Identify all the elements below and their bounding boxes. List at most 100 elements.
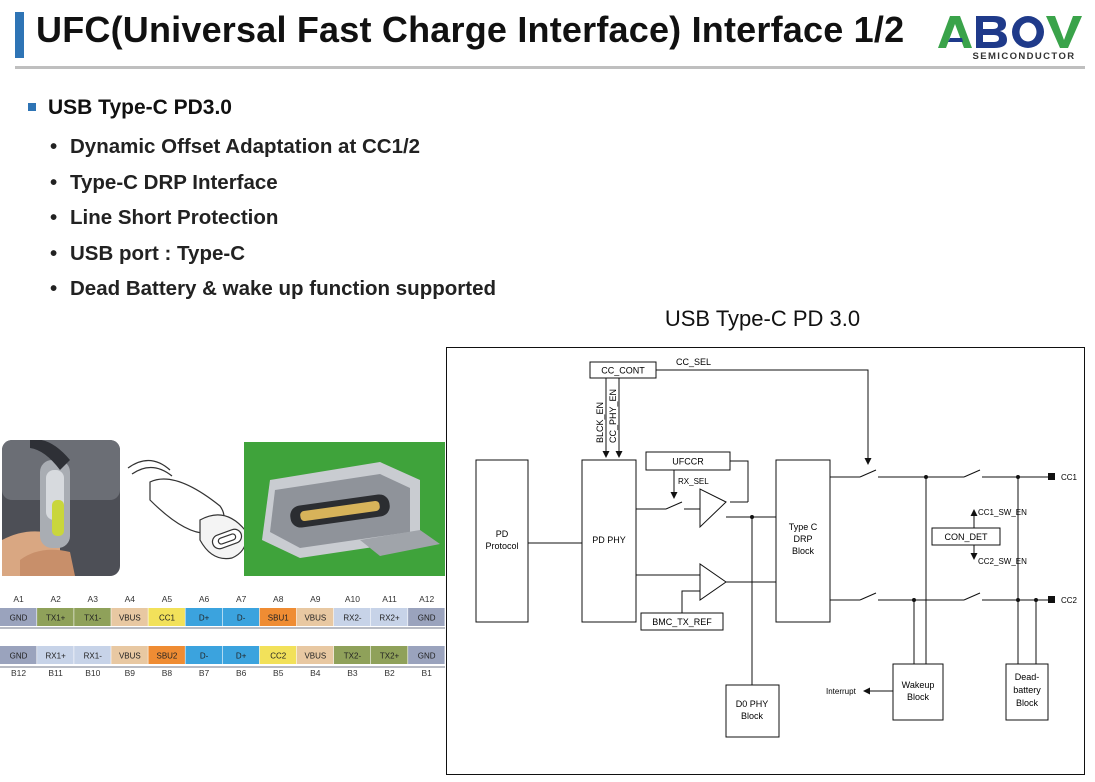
cable-hand-photo [2, 440, 120, 576]
pin-id-bottom: B4 [310, 668, 321, 678]
pin-id-bottom: B12 [11, 668, 26, 678]
pin-id-bottom: B5 [273, 668, 284, 678]
pin-cell-bottom [371, 646, 408, 664]
bmc-tx-ref-label: BMC_TX_REF [652, 617, 712, 627]
pin-cell-top [222, 608, 260, 626]
section-heading: USB Type-C PD3.0 [48, 96, 232, 119]
cc2-switch-2 [963, 592, 981, 601]
pin-cell-top [296, 608, 334, 626]
title-divider [15, 66, 1085, 69]
pin-cell-bottom [111, 646, 148, 664]
cc-sel-label: CC_SEL [676, 357, 711, 367]
pin-id-top: A4 [125, 594, 136, 604]
wakeup-block [892, 663, 944, 721]
pin-cell-top [185, 608, 222, 626]
pd-protocol-block [475, 459, 529, 623]
pin-id-bottom: B9 [125, 668, 136, 678]
d0-phy-block [725, 684, 780, 738]
pin-id-bottom: B2 [384, 668, 395, 678]
typec-label-3: Block [792, 546, 815, 556]
pin-cell-bottom [296, 646, 334, 664]
rx-switch [665, 501, 683, 510]
cc1-sw-en-label: CC1_SW_EN [978, 508, 1027, 517]
pin-name-top: CC1 [159, 614, 176, 623]
pin-name-top: GND [418, 614, 436, 623]
page-title: UFC(Universal Fast Charge Interface) Int… [36, 9, 905, 50]
dead-battery-label-3: Block [1016, 698, 1039, 708]
pin-name-bottom: SBU2 [156, 652, 177, 661]
blck-en-label: BLCK_EN [595, 402, 605, 443]
pin-cell-bottom [408, 646, 445, 664]
pin-name-top: TX1+ [46, 614, 66, 623]
pin-cell-top [333, 608, 371, 626]
pin-name-bottom: RX1- [84, 652, 103, 661]
pd-protocol-label-2: Protocol [485, 541, 518, 551]
pin-id-top: A8 [273, 594, 284, 604]
rx-comparator [699, 488, 727, 529]
pin-name-top: VBUS [119, 614, 141, 623]
ufccr-feedback [730, 460, 749, 502]
pin-cell-bottom [259, 646, 297, 664]
pin-name-bottom: TX2- [344, 652, 362, 661]
pin-id-top: A2 [50, 594, 61, 604]
plug-drawing [127, 459, 247, 560]
pin-name-top: D+ [199, 614, 210, 623]
cc-cont-label: CC_CONT [601, 366, 645, 376]
pin-id-bottom: B11 [48, 668, 63, 678]
pin-cell-top [111, 608, 148, 626]
pin-id-bottom: B1 [421, 668, 432, 678]
pin-name-top: SBU1 [268, 614, 289, 623]
pin-id-top: A12 [419, 594, 434, 604]
wakeup-label-2: Block [907, 692, 930, 702]
pin-name-bottom: RX1+ [46, 652, 67, 661]
pin-cell-top [408, 608, 445, 626]
pin-cell-top [371, 608, 408, 626]
cc1-label: CC1 [1061, 473, 1078, 482]
cc-sel-line [656, 369, 872, 465]
pin-id-top: A3 [88, 594, 99, 604]
feature-item: •USB port : Type-C [50, 241, 246, 265]
pin-id-bottom: B10 [85, 668, 100, 678]
pin-cell-bottom [148, 646, 185, 664]
tx-driver [699, 563, 727, 601]
pin-name-bottom: TX2+ [380, 652, 400, 661]
pin-name-bottom: CC2 [270, 652, 287, 661]
feature-item: •Line Short Protection [50, 206, 279, 230]
feature-item: •Dead Battery & wake up function support… [50, 277, 496, 301]
pin-cell-top [74, 608, 111, 626]
feature-list: •Dynamic Offset Adaptation at CC1/2 •Typ… [50, 134, 496, 312]
usb-c-pinout: A1GNDGNDB12A2TX1+RX1+B11A3TX1-RX1-B10A4V… [0, 594, 445, 678]
section-bullet-icon [28, 103, 36, 111]
cc2-switch-1 [859, 592, 877, 601]
bmc-tx-ref-block [640, 612, 724, 631]
pin-name-bottom: GND [10, 652, 28, 661]
block-diagram: CC_CONT CC_SEL BLCK_EN CC_PHY_EN PD Prot… [446, 347, 1085, 775]
pin-id-top: A10 [345, 594, 360, 604]
pin-name-top: VBUS [304, 614, 326, 623]
pin-name-top: RX2+ [379, 614, 400, 623]
d0-phy-label-2: Block [741, 711, 764, 721]
pd-protocol-label: PD [496, 529, 509, 539]
pin-name-top: RX2- [343, 614, 362, 623]
cc-phy-en-label: CC_PHY_EN [608, 389, 618, 443]
pin-name-top: GND [10, 614, 28, 623]
pin-cell-bottom [0, 646, 37, 664]
logo-letters [938, 16, 1082, 48]
pin-cell-top [259, 608, 297, 626]
typec-label-2: DRP [793, 534, 812, 544]
pin-id-bottom: B6 [236, 668, 247, 678]
connector-photos [2, 440, 445, 576]
pin-name-bottom: D- [200, 652, 209, 661]
pin-name-top: D- [237, 614, 246, 623]
pin-name-bottom: GND [418, 652, 436, 661]
feature-item: •Type-C DRP Interface [50, 170, 278, 194]
pin-id-top: A6 [199, 594, 210, 604]
pin-name-bottom: VBUS [304, 652, 326, 661]
feature-item: •Dynamic Offset Adaptation at CC1/2 [50, 135, 421, 158]
pin-cell-top [0, 608, 37, 626]
rx-sel-label: RX_SEL [678, 477, 709, 486]
typec-label-1: Type C [789, 522, 818, 532]
wakeup-label-1: Wakeup [902, 680, 935, 690]
pin-cell-bottom [222, 646, 260, 664]
ufccr-label: UFCCR [672, 457, 704, 467]
